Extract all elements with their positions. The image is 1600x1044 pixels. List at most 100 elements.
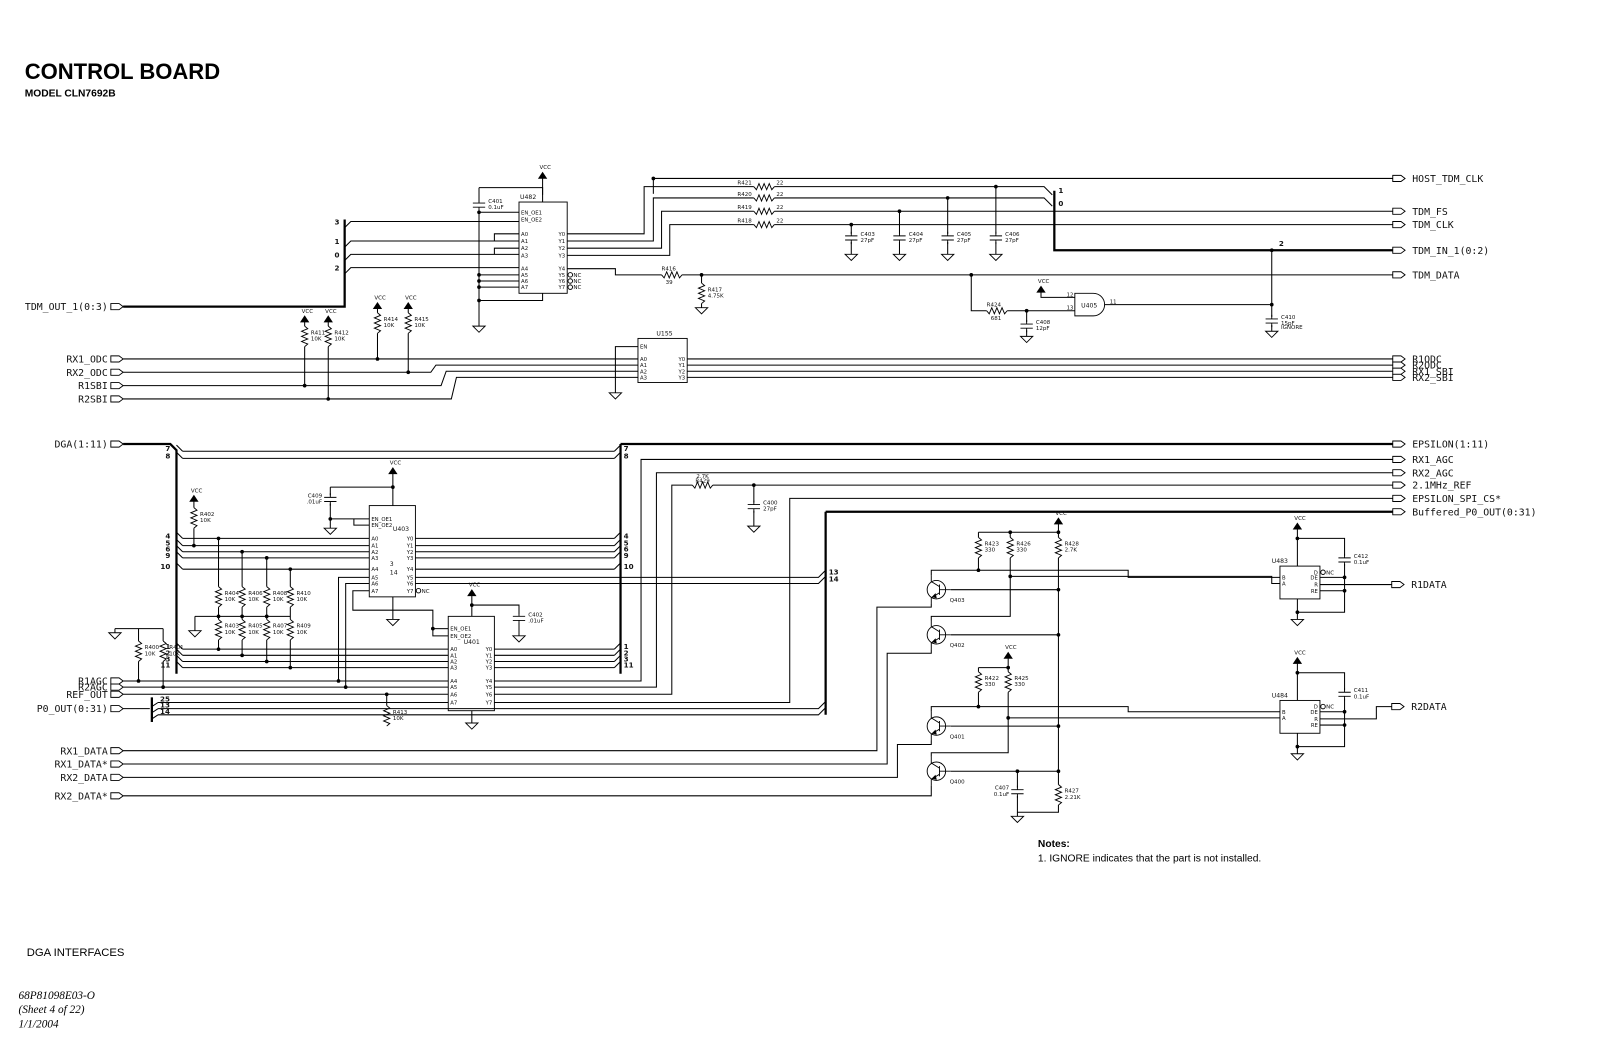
pin-name: Y1 xyxy=(406,544,414,550)
port-epsilon-spi-cs: EPSILON_SPI_CS* xyxy=(1392,494,1501,505)
wire xyxy=(494,472,1393,688)
port-label: R2SBI xyxy=(78,395,108,406)
ic-body xyxy=(1279,699,1321,734)
bus-index: 13 xyxy=(829,567,839,576)
wire xyxy=(123,442,178,674)
pin-name: B xyxy=(1282,575,1286,581)
capacitor-value: .01uF xyxy=(307,500,322,506)
power-label: VCC xyxy=(1055,511,1067,517)
junction-dot xyxy=(431,626,435,631)
pin-name: A2 xyxy=(521,246,528,252)
nc-label: NC xyxy=(422,589,430,595)
wire xyxy=(176,661,183,668)
port-arrow-icon xyxy=(1392,494,1406,502)
wire xyxy=(176,545,183,553)
resistor-symbol xyxy=(986,306,1008,316)
junction-dot xyxy=(477,285,481,289)
pin-name: EN xyxy=(640,345,647,351)
port-arrow-icon xyxy=(1391,703,1405,711)
resistor-symbol xyxy=(1005,537,1015,559)
resistor-ref: R422 xyxy=(985,676,999,682)
resistor-ref: R429 xyxy=(695,479,710,485)
wire xyxy=(123,649,932,765)
junction-dot xyxy=(1056,587,1061,592)
port-tdm-fs: TDM_FS xyxy=(1392,207,1448,218)
port-arrow-icon xyxy=(1392,367,1406,375)
capacitor-ref: C412 xyxy=(1354,554,1368,560)
port-rx1-sbi: RX1_SBI xyxy=(1392,367,1454,378)
no-connect-icon xyxy=(567,284,573,290)
port-label: TDM_CLK xyxy=(1412,220,1454,231)
resistor-symbol xyxy=(697,282,706,304)
bus-index: 0 xyxy=(1058,199,1063,208)
nc-label: NC xyxy=(1326,705,1334,711)
wire xyxy=(493,247,520,255)
bus-index: 8 xyxy=(165,451,170,460)
capacitor-ref: C411 xyxy=(1354,688,1368,694)
junction-dot xyxy=(240,614,244,619)
resistor-ref: R403 xyxy=(225,624,240,630)
port-r2data: R2DATA xyxy=(1391,702,1447,713)
junction-dot xyxy=(976,704,981,709)
resistor-value: 10K xyxy=(311,336,322,342)
pin-name: EN_OE2 xyxy=(521,218,542,224)
pin-name: A7 xyxy=(371,589,378,595)
power-arrow-icon xyxy=(537,171,548,179)
capacitor-symbol xyxy=(1020,319,1033,333)
sheet-number: (Sheet 4 of 22) xyxy=(19,1004,85,1016)
junction-dot xyxy=(477,279,481,283)
pin-name: A1 xyxy=(640,363,647,369)
wire xyxy=(930,569,1280,578)
wire xyxy=(614,642,621,650)
wire xyxy=(494,484,693,695)
capacitor-value: 27pF xyxy=(861,238,875,244)
port-r1odc: R1ODC xyxy=(1392,355,1442,366)
resistor-value: 330 xyxy=(1014,682,1025,688)
resistor-symbol xyxy=(323,325,333,347)
pin-name: Y1 xyxy=(557,239,565,245)
doc-number: 68P81098E03-O xyxy=(19,990,95,1002)
junction-dot xyxy=(161,685,165,689)
resistor-value: 39 xyxy=(666,280,674,286)
junction-dot xyxy=(1342,575,1347,580)
bus-index: 1 xyxy=(1058,186,1063,195)
pin-name: A5 xyxy=(371,575,378,581)
junction-dot xyxy=(1024,308,1029,313)
junction-dot xyxy=(849,222,854,227)
resistor-ref: R428 xyxy=(1065,542,1080,548)
port-arrow-icon xyxy=(1392,508,1406,516)
pin-name: RE xyxy=(1311,589,1319,595)
port-label: RX2_ODC xyxy=(66,368,108,379)
port-label: TDM_FS xyxy=(1412,207,1448,218)
wire xyxy=(614,444,621,452)
capacitor-ref: C409 xyxy=(308,493,323,499)
port-label: TDM_DATA xyxy=(1412,270,1459,281)
bus-index: 7 xyxy=(165,444,170,453)
port-label: EPSILON_SPI_CS* xyxy=(1412,494,1501,505)
resistor-value: 10K xyxy=(334,336,345,342)
pin-name: A xyxy=(1282,716,1286,722)
resistor-symbol xyxy=(1054,784,1063,806)
pin-name: A2 xyxy=(371,550,378,556)
port-ref-out: REF_OUT xyxy=(66,690,124,701)
wire xyxy=(176,654,183,662)
resistor-ref: R411 xyxy=(311,330,325,336)
power-arrow-icon xyxy=(299,315,310,323)
bus-index: 7 xyxy=(624,444,629,453)
resistor-ref: R405 xyxy=(248,624,263,630)
port-rx1-data-n: RX1_DATA* xyxy=(54,760,124,771)
pin-name: Y0 xyxy=(677,357,685,363)
transistor-Q402: Q402 xyxy=(926,620,965,650)
wire xyxy=(930,706,1280,713)
wire xyxy=(123,785,932,797)
